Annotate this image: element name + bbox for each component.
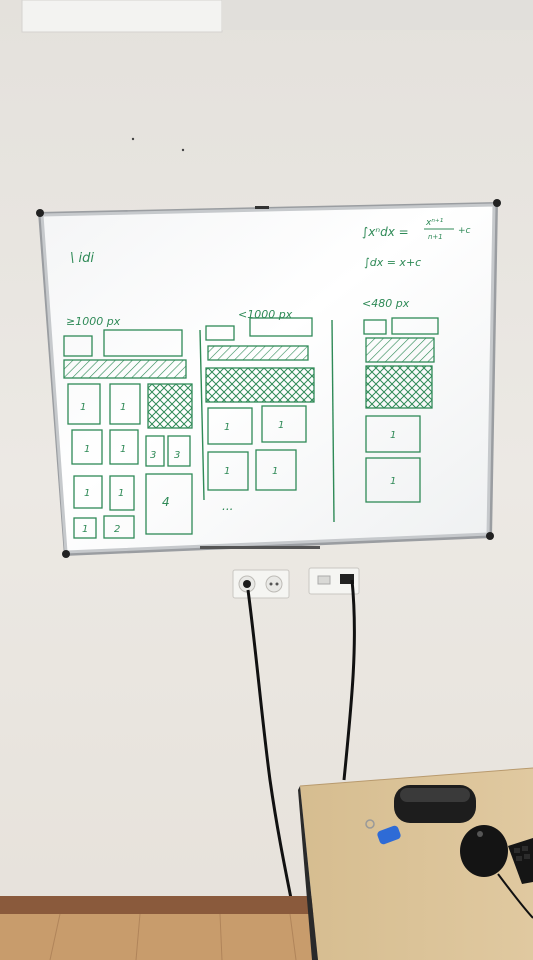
layout-sketch-desktop — [63, 329, 193, 539]
layout-sketch-mobile — [363, 317, 439, 503]
box-label: 1 — [118, 488, 124, 499]
formula-1-constant: +c — [458, 226, 471, 236]
box-label: 1 — [390, 430, 396, 441]
column-1-heading: ≥1000 px — [66, 315, 121, 328]
desk — [298, 767, 533, 960]
box-label: 1 — [224, 422, 230, 433]
column-2-heading: <1000 px — [238, 308, 293, 321]
formula-1-numerator: xⁿ⁺¹ — [425, 218, 444, 228]
box-label: 1 — [390, 476, 396, 487]
scribble-text: \ idi — [70, 251, 94, 266]
ceiling-edge — [222, 0, 533, 30]
box-label: 3 — [174, 450, 180, 461]
formula-2: ∫dx = x+c — [364, 256, 421, 269]
formula-1-denominator: n+1 — [428, 233, 443, 241]
box-label: 1 — [120, 402, 126, 413]
box-label: 3 — [150, 450, 156, 461]
box-label: 1 — [278, 420, 284, 431]
glasses-case — [394, 785, 476, 823]
box-label: 1 — [84, 444, 90, 455]
column-3-heading: <480 px — [362, 297, 410, 310]
ellipsis: ... — [222, 499, 233, 513]
box-label: 1 — [84, 488, 90, 499]
whiteboard: ∫xⁿdx = xⁿ⁺¹ n+1 +c ∫dx = x+c \ idi ≥100… — [36, 199, 501, 558]
network-cable — [342, 579, 356, 781]
box-label: 4 — [162, 495, 170, 509]
formula-1-lhs: ∫xⁿdx = — [362, 225, 409, 239]
box-label: 1 — [272, 466, 278, 477]
keyboard — [508, 838, 533, 884]
box-label: 1 — [82, 524, 88, 535]
box-label: 1 — [80, 402, 86, 413]
layout-sketch-tablet — [205, 317, 315, 491]
computer-mouse — [460, 825, 533, 919]
ceiling-fixture — [21, 0, 223, 33]
box-label: 1 — [120, 444, 126, 455]
usb-stick — [365, 819, 401, 845]
box-label: 2 — [114, 524, 120, 535]
box-label: 1 — [224, 466, 230, 477]
